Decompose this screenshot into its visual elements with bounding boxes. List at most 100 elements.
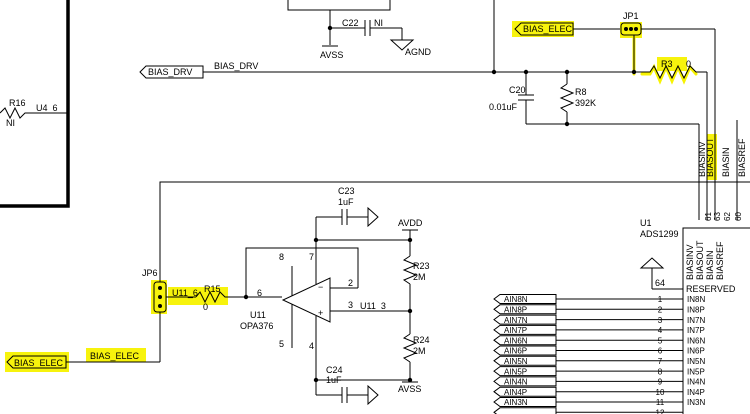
avdd-label: AVDD [398,218,423,228]
avss-label-bottom: AVSS [398,384,421,394]
net-label: AIN4P [504,388,527,397]
u1-pin-number: 4 [658,326,663,335]
u1-pin-number: 7 [658,357,663,366]
net-label: AIN5N [504,357,528,366]
bias-elec-port-bottom-label: BIAS_ELEC [14,358,64,368]
c22-ref: C22 [342,18,359,28]
op-amp-plus: + [318,308,323,318]
highlight-biasout [707,134,717,180]
feedback-box [245,247,359,297]
u11-6-net-label: U11_6 [172,288,198,298]
net-label: AIN7P [504,326,527,335]
r23-resistor [402,255,418,285]
net-port-AIN7P [493,324,557,335]
net-label: AIN6P [504,347,527,356]
net-port-AIN8N [493,294,557,304]
u1-pin-61: 61 [704,212,713,221]
c20-ref: C20 [509,85,526,95]
u11-ref: U11 [250,310,266,320]
r23-value: 2M [413,272,426,282]
amp-section: JP6 BIAS_ELEC BIAS_ELEC U11_6 R15 0 − + … [6,181,750,406]
c24-ref: C24 [326,365,343,375]
r3-resistor [643,64,707,80]
u1-pin-name: IN6N [687,336,705,345]
jp1-label: JP1 [623,11,639,21]
u1-pin-number: 3 [658,316,663,325]
u1-pin-name: IN5N [687,357,705,366]
u1-top-label-biasin: BIASIN [721,147,731,177]
u1-top-label-biasinv: BIASINV [697,141,707,177]
r16-resistor [0,106,68,120]
u1-pin-62: 62 [723,212,732,221]
u1-pin-number: 6 [658,347,663,356]
c23-ref: C23 [338,186,355,196]
net-port-AIN7N [493,314,557,325]
net-port-AIN6N [493,335,557,346]
u1-pin-name: IN4N [687,378,705,387]
r24-value: 2M [413,346,426,356]
net-port-AIN5N [493,355,557,366]
u11-pin2: 2 [348,278,353,288]
u1-pin-name: IN7N [687,316,705,325]
highlight-bias-elec-top [512,21,574,37]
junction-410-380 [407,377,413,383]
net-label: AIN5P [504,367,527,376]
bias-drv-net-label: BIAS_DRV [214,61,258,71]
net-label: AIN7N [504,316,528,325]
net-port-blank [493,407,557,414]
net-port-AIN8P [493,304,557,315]
r24-resistor [402,333,418,363]
top-region: C22 NI AVSS AGND BIAS_ELEC JP1 BIAS_DRV … [0,0,738,220]
u1-pin-name: IN3N [687,398,705,407]
bias-drv-port-label: BIAS_DRV [148,67,192,77]
u11-pin6: 6 [257,288,262,298]
agnd-label: AGND [405,47,432,57]
jp1-pin-3 [634,27,638,31]
bias-elec-port-bottom [6,355,67,369]
u1-top-label-biasout: BIASOUT [705,137,715,177]
u1-pin-name: IN7P [687,326,705,335]
net-label: AIN6N [504,336,528,345]
net-label: AIN4N [504,378,528,387]
bias-elec-port-top-label: BIAS_ELEC [523,24,573,34]
partial-box-top [287,0,391,11]
highlight-bias-elec-bottom [5,352,69,372]
jp6-pin-3 [158,304,162,308]
r16-ref: R16 [9,98,26,108]
net-label: AIN8P [504,306,527,315]
u1-inner-biasout: BIASOUT [695,240,705,280]
u11-part: OPA376 [240,321,273,331]
jp6-pin-1 [158,286,162,290]
net-port-AIN4N [493,376,557,387]
jp1-pin-1 [624,27,628,31]
wire-biasinv-loop [159,181,750,282]
r8-value: 392K [575,98,596,108]
net-port-AIN6P [493,345,557,356]
junction-634 [631,69,637,75]
r15-resistor [195,290,246,304]
u1-part: ADS1299 [640,229,679,239]
u1-pin-number: 11 [656,398,665,407]
r3-ref: R3 [661,59,673,69]
r15-value: 0 [203,302,208,312]
net-port-AIN4P [493,386,557,397]
u1-pin-name: IN8P [687,306,705,315]
u1-inner-biasinv: BIASINV [685,244,695,280]
u11-3-net-label: U11_3 [360,301,386,311]
u11-pin8: 8 [279,252,284,262]
u1-pin-number: 5 [658,336,663,345]
u11-pin4: 4 [309,341,314,351]
highlight-markers [5,21,717,372]
op-amp-u11 [281,277,331,323]
u1-inner-biasref: BIASREF [715,241,725,280]
c24-value: 1uF [326,375,342,385]
r15-ref: R15 [204,284,221,294]
jp6-label: JP6 [142,268,158,278]
u1-reserved-label: RESERVED [686,284,736,294]
r8-ref: R8 [575,87,587,97]
u1-top-label-biasref: BIASREF [737,138,747,177]
bias-elec-net-label: BIAS_ELEC [90,351,140,361]
avss-label-top: AVSS [320,50,343,60]
c20-value: 0.01uF [489,102,518,112]
